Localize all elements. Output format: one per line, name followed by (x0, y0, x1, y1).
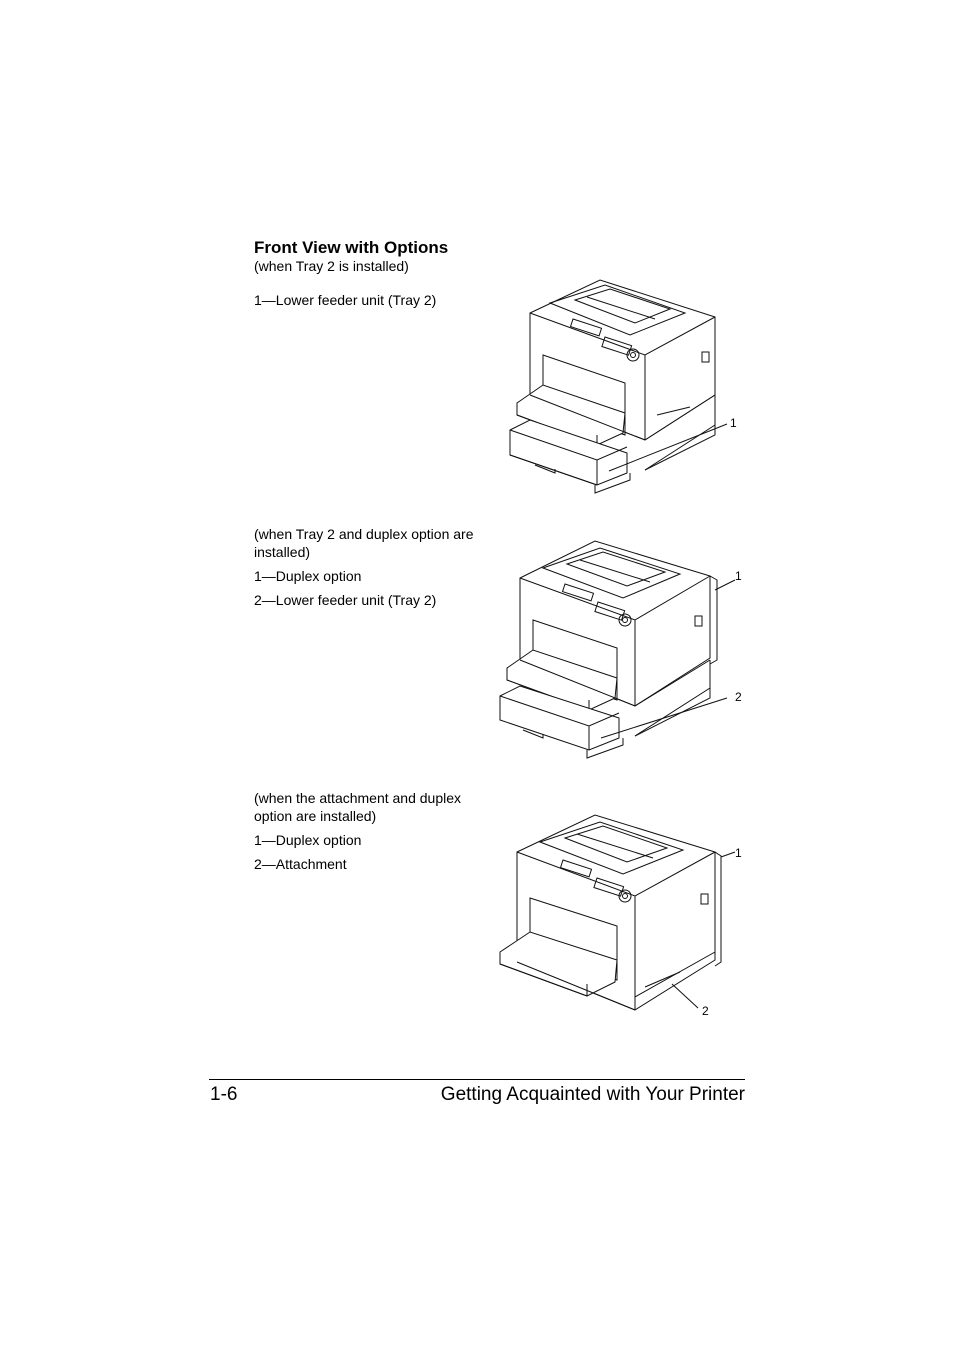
figure2-callout-2: 2 (735, 690, 742, 704)
figure1-item-1: 1—Lower feeder unit (Tray 2) (254, 292, 437, 308)
printer-with-tray2-and-duplex-illustration (495, 538, 740, 763)
figure2-item-1: 1—Duplex option (254, 568, 362, 584)
figure2-callout-1: 1 (735, 569, 742, 583)
printer-with-tray2-illustration (505, 275, 745, 500)
figure2-caption-line2: installed) (254, 544, 311, 560)
section-title: Front View with Options (254, 238, 449, 257)
figure2-item-2: 2—Lower feeder unit (Tray 2) (254, 592, 437, 608)
printer-with-attachment-and-duplex-illustration (495, 812, 740, 1027)
figure1-callout-1: 1 (730, 416, 737, 430)
figure2-caption-line1: (when Tray 2 and duplex option are (254, 526, 474, 542)
figure3-item-2: 2—Attachment (254, 856, 347, 872)
figure3-callout-1: 1 (735, 846, 742, 860)
figure3-callout-2: 2 (702, 1004, 709, 1018)
footer-rule (209, 1079, 745, 1080)
figure3-item-1: 1—Duplex option (254, 832, 362, 848)
figure3-caption-line2: option are installed) (254, 808, 377, 824)
chapter-title: Getting Acquainted with Your Printer (440, 1084, 745, 1105)
figure1-caption: (when Tray 2 is installed) (254, 258, 409, 274)
page-number: 1-6 (210, 1084, 238, 1105)
figure3-caption-line1: (when the attachment and duplex (254, 790, 462, 806)
